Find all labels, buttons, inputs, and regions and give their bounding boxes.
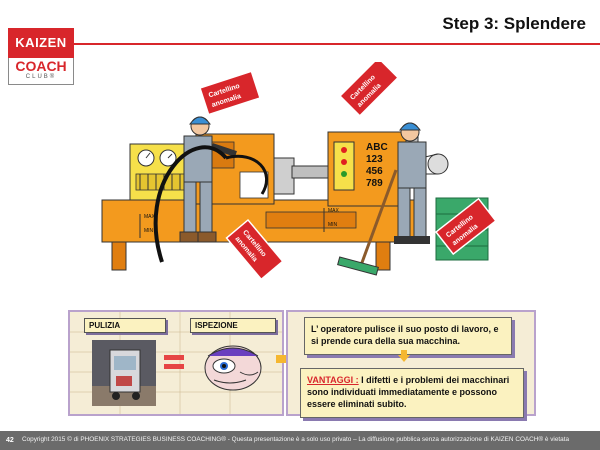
benefits-text: I difetti e i problemi dei macchinari so… [307, 375, 510, 409]
slide-title: Step 3: Splendere [442, 14, 586, 33]
worker-right [394, 122, 430, 244]
title-divider [74, 43, 600, 45]
logo-club-text: CLUB® [25, 74, 57, 80]
level-max-label-2: MAX [328, 208, 340, 214]
logo-coach-text: COACH [15, 58, 67, 74]
vacuum-hose [153, 145, 228, 263]
footer-bar [0, 431, 600, 450]
panel-123-label: 123 [366, 154, 383, 165]
level-max-label-1: MAX [144, 214, 156, 220]
anomaly-tag-2: Cartellino anomalia [338, 62, 400, 117]
logo-kaizen-text: KAIZEN [15, 35, 67, 50]
benefits-description: VANTAGGI : I difetti e i problemi dei ma… [300, 368, 524, 418]
workshop-illustration: ABC 123 456 789 MAX MIN MAX MIN [101, 62, 497, 281]
pulizia-label: PULIZIA [84, 318, 166, 333]
level-min-label-1: MIN [144, 228, 154, 234]
panel-abc-label: ABC [366, 142, 388, 153]
panel-456-label: 456 [366, 166, 383, 177]
vantaggi-label: VANTAGGI : [307, 375, 359, 385]
anomaly-tag-3: Cartellino anomalia [225, 218, 284, 281]
page-number: 42 [6, 437, 14, 444]
kaizen-coach-logo: KAIZEN COACH CLUB® [8, 28, 74, 86]
copyright-notice: Copyright 2015 © di PHOENIX STRATEGIES B… [22, 436, 570, 443]
broom-head [337, 256, 379, 276]
machine-photo [92, 340, 156, 406]
operator-description: L’ operatore pulisce il suo posto di lav… [304, 317, 512, 355]
inspection-face-icon [204, 345, 262, 391]
equals-sign-bottom [164, 364, 184, 369]
broom-handle [358, 169, 398, 269]
logo-white-band: COACH CLUB® [8, 58, 74, 85]
worker-left [179, 116, 237, 243]
pulley-wheel [427, 153, 449, 175]
arrow-down-icon [398, 350, 410, 362]
panel-789-label: 789 [366, 178, 383, 189]
level-min-label-2: MIN [328, 222, 338, 228]
logo-red-band: KAIZEN [8, 28, 74, 58]
anomaly-tag-1: Cartellino anomalia [199, 70, 261, 116]
equals-sign-top [164, 355, 184, 360]
ispezione-label: ISPEZIONE [190, 318, 276, 333]
